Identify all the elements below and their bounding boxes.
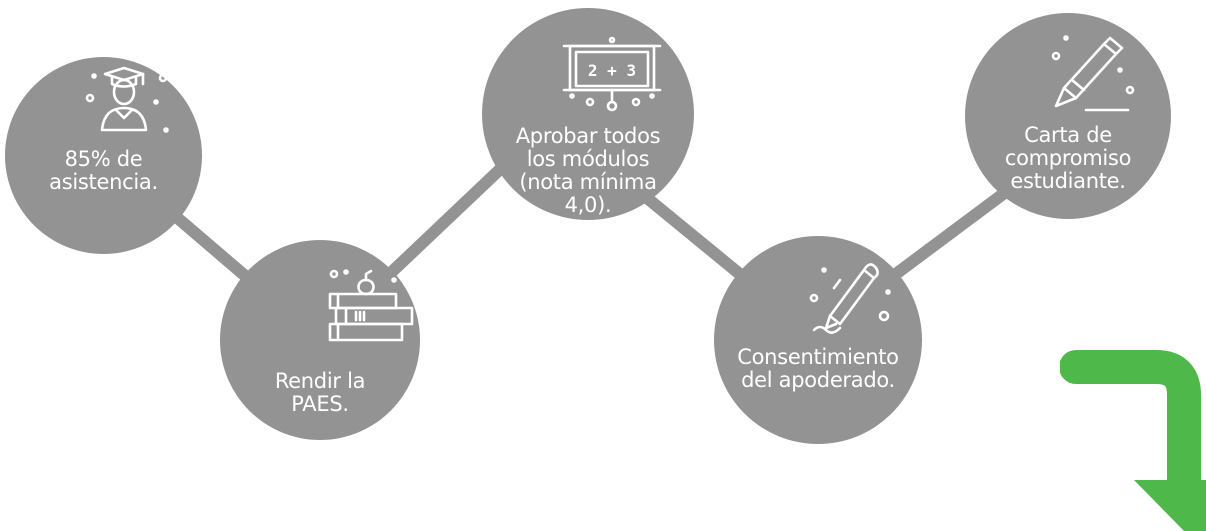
marker-pen-icon (1051, 35, 1135, 112)
presentation-board-icon: 2 + 3 (562, 36, 662, 112)
graduate-student-icon (85, 66, 169, 133)
step-label-modules: Aprobar todos los módulos (nota mínima 4… (515, 124, 661, 217)
step-node-commitment-letter (965, 13, 1171, 219)
step-label-commitment-letter: Carta de compromiso estudiante. (1004, 123, 1132, 193)
step-node-attendance (5, 57, 202, 254)
step-label-paes: Rendir la PAES. (274, 369, 366, 416)
step-node-modules (482, 8, 694, 220)
step-label-guardian-consent: Consentimiento del apoderado. (737, 345, 899, 392)
step-label-attendance: 85% de asistencia. (49, 147, 158, 194)
turn-down-arrow-icon (1060, 350, 1206, 531)
step-node-guardian-consent (714, 236, 922, 444)
books-apple-icon (328, 269, 414, 342)
board-text: 2 + 3 (588, 61, 636, 80)
pen-signature-icon (809, 263, 891, 334)
